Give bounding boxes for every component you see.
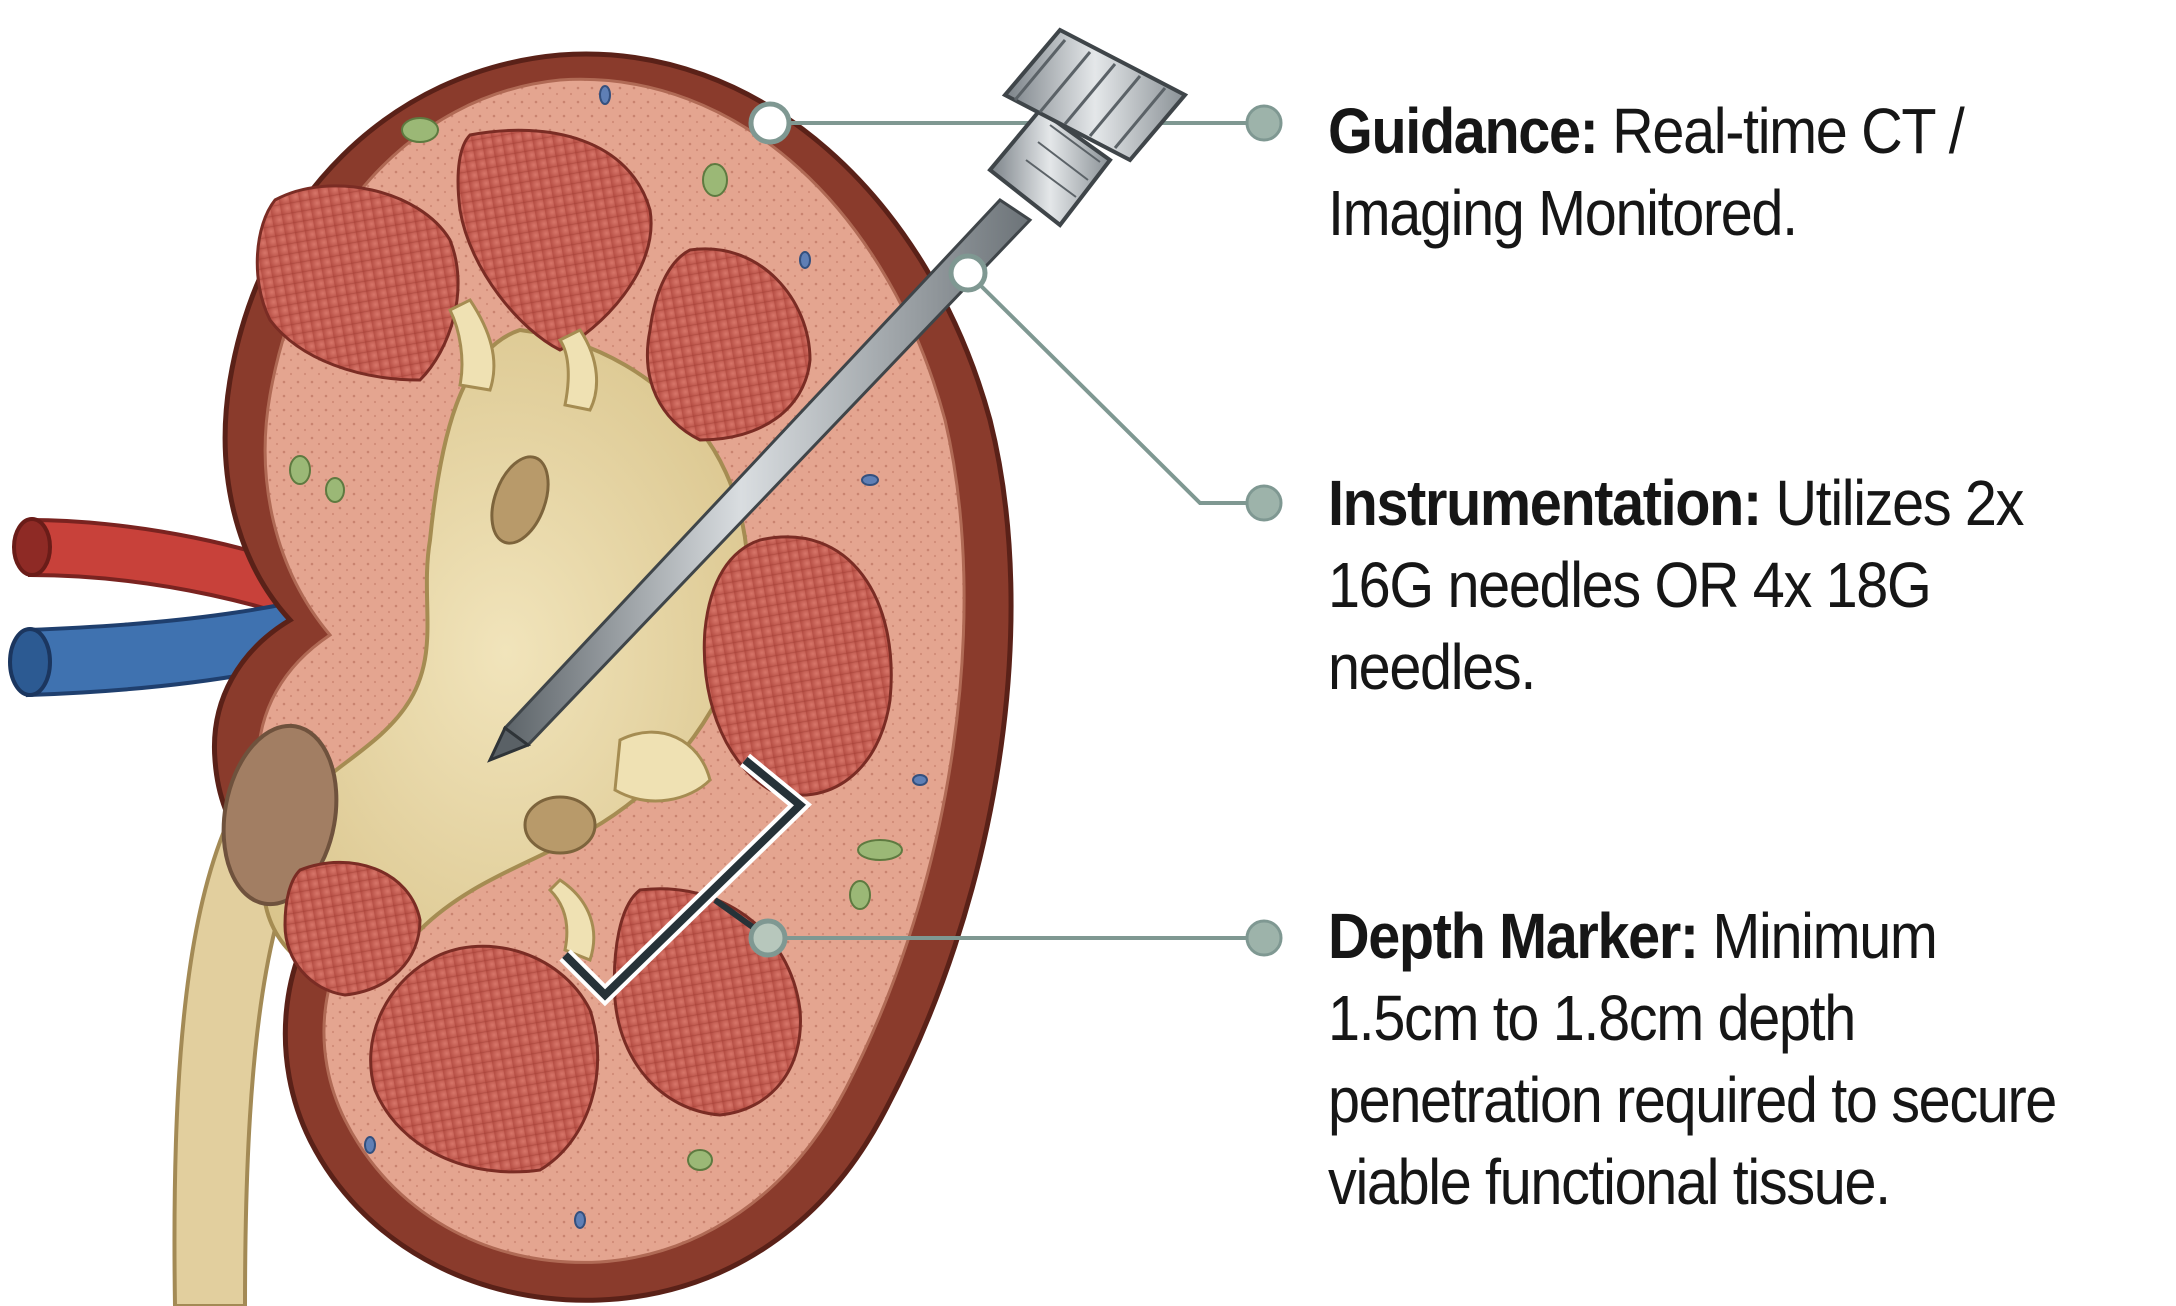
instrumentation-callout: Instrumentation: Utilizes 2x 16G needles… — [1328, 462, 2075, 708]
instrumentation-anchor-dot — [951, 256, 985, 290]
depth-marker-callout: Depth Marker: Minimum 1.5cm to 1.8cm dep… — [1328, 895, 2075, 1223]
pelvis-cavity-2 — [525, 797, 595, 853]
depth-marker-term: Depth Marker: — [1328, 900, 1698, 972]
guidance-callout: Guidance: Real-time CT / Imaging Monitor… — [1328, 90, 2075, 254]
instrumentation-callout-dot — [1247, 486, 1281, 520]
renal-vein-opening — [10, 629, 50, 695]
callout-dots — [1247, 106, 1281, 955]
instrumentation-term: Instrumentation: — [1328, 467, 1761, 539]
renal-artery-opening — [14, 519, 50, 575]
instrumentation-leader-line — [968, 273, 1262, 503]
depth-callout-dot — [1247, 921, 1281, 955]
guidance-callout-dot — [1247, 106, 1281, 140]
depth-anchor-dot — [751, 921, 785, 955]
guidance-anchor-dot — [751, 104, 789, 142]
guidance-term: Guidance: — [1328, 95, 1597, 167]
